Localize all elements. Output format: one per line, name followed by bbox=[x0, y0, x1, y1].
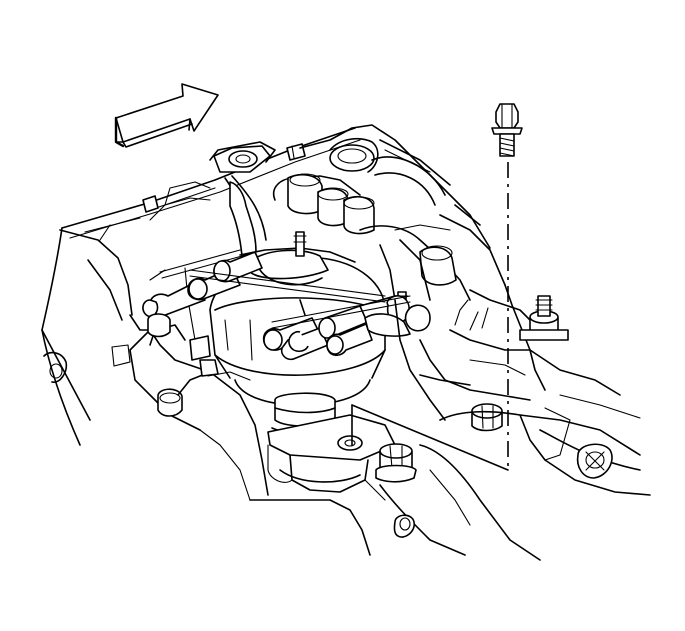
distributor-housing bbox=[214, 349, 396, 493]
plug-wire-boots bbox=[142, 251, 431, 361]
lower-block bbox=[129, 313, 415, 556]
engine-block-outline bbox=[41, 127, 361, 496]
hold-down-bolt-installed bbox=[375, 443, 417, 483]
distributor-cap bbox=[142, 231, 431, 376]
direction-arrow-icon bbox=[114, 83, 219, 148]
intake-manifold bbox=[142, 124, 541, 331]
installation-leader bbox=[351, 404, 509, 471]
bolt-icon bbox=[491, 103, 523, 157]
engine-right-side bbox=[364, 284, 651, 561]
